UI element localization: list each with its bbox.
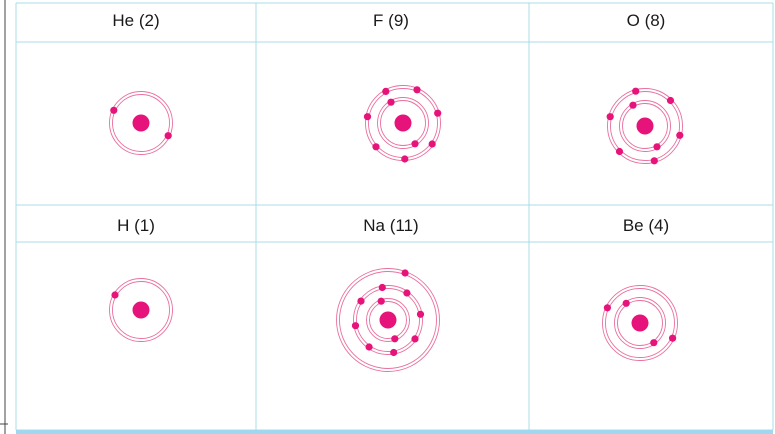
atom-label-he: He (2) <box>112 11 159 30</box>
electron <box>666 96 675 105</box>
atom-f <box>363 85 442 163</box>
electron <box>365 343 373 351</box>
atom-diagrams <box>109 85 684 372</box>
electron <box>110 106 118 114</box>
orbit-ring <box>605 288 675 358</box>
electron <box>363 113 372 121</box>
electron <box>387 98 395 106</box>
electron <box>403 289 411 297</box>
electron <box>669 334 677 342</box>
electron <box>428 140 436 148</box>
orbit-ring <box>353 285 423 355</box>
electron <box>401 155 409 163</box>
electron <box>411 335 419 343</box>
electron <box>378 283 386 292</box>
electron <box>382 87 390 95</box>
electron <box>164 132 172 140</box>
orbit-ring <box>356 288 420 352</box>
electron <box>676 131 684 139</box>
electron <box>401 269 409 277</box>
electron <box>434 109 442 117</box>
electron <box>603 304 612 312</box>
orbit-ring <box>109 91 173 155</box>
electron <box>606 113 614 121</box>
atom-label-be: Be (4) <box>623 216 669 235</box>
bottom-bar <box>16 430 773 434</box>
orbit-ring <box>369 301 407 339</box>
electron <box>615 147 624 156</box>
orbit-ring <box>366 298 410 342</box>
electron <box>629 101 637 109</box>
atom-label-h: H (1) <box>117 216 155 235</box>
orbit-ring <box>112 281 170 339</box>
orbit-ring <box>602 285 678 361</box>
orbit-ring <box>622 103 668 149</box>
atom-he <box>109 91 173 155</box>
orbit-ring <box>109 278 173 342</box>
electron <box>390 348 398 357</box>
atom-label-na: Na (11) <box>363 216 418 235</box>
nucleus <box>631 314 649 332</box>
nucleus <box>394 114 412 132</box>
atom-label-f: F (9) <box>373 11 409 30</box>
electron <box>622 299 630 307</box>
electron <box>391 335 399 343</box>
electron <box>653 143 661 151</box>
atom-be <box>602 285 678 361</box>
orbit-ring <box>619 100 671 152</box>
orbit-ring <box>614 297 666 349</box>
orbit-ring <box>617 300 663 346</box>
electron <box>650 157 658 165</box>
electron <box>377 297 385 305</box>
nucleus <box>379 311 397 329</box>
atom-label-o: O (8) <box>627 11 666 30</box>
orbit-ring <box>377 97 429 149</box>
orbit-ring <box>336 268 440 372</box>
orbit-ring <box>339 271 437 369</box>
electron <box>413 86 421 94</box>
electron <box>416 310 425 318</box>
electron <box>632 87 640 95</box>
electron <box>351 322 360 330</box>
electron <box>411 140 419 148</box>
orbit-ring <box>607 88 683 164</box>
nucleus <box>132 301 150 319</box>
nucleus <box>132 114 150 132</box>
atom-o <box>606 87 684 165</box>
orbit-ring <box>380 100 426 146</box>
electron <box>372 143 380 151</box>
orbit-ring <box>610 91 680 161</box>
nucleus <box>636 117 654 135</box>
orbit-ring <box>112 94 170 152</box>
electron <box>357 297 365 305</box>
electron <box>650 339 658 347</box>
atom-h <box>109 278 173 342</box>
electron <box>111 291 119 299</box>
atom-na <box>336 268 440 372</box>
